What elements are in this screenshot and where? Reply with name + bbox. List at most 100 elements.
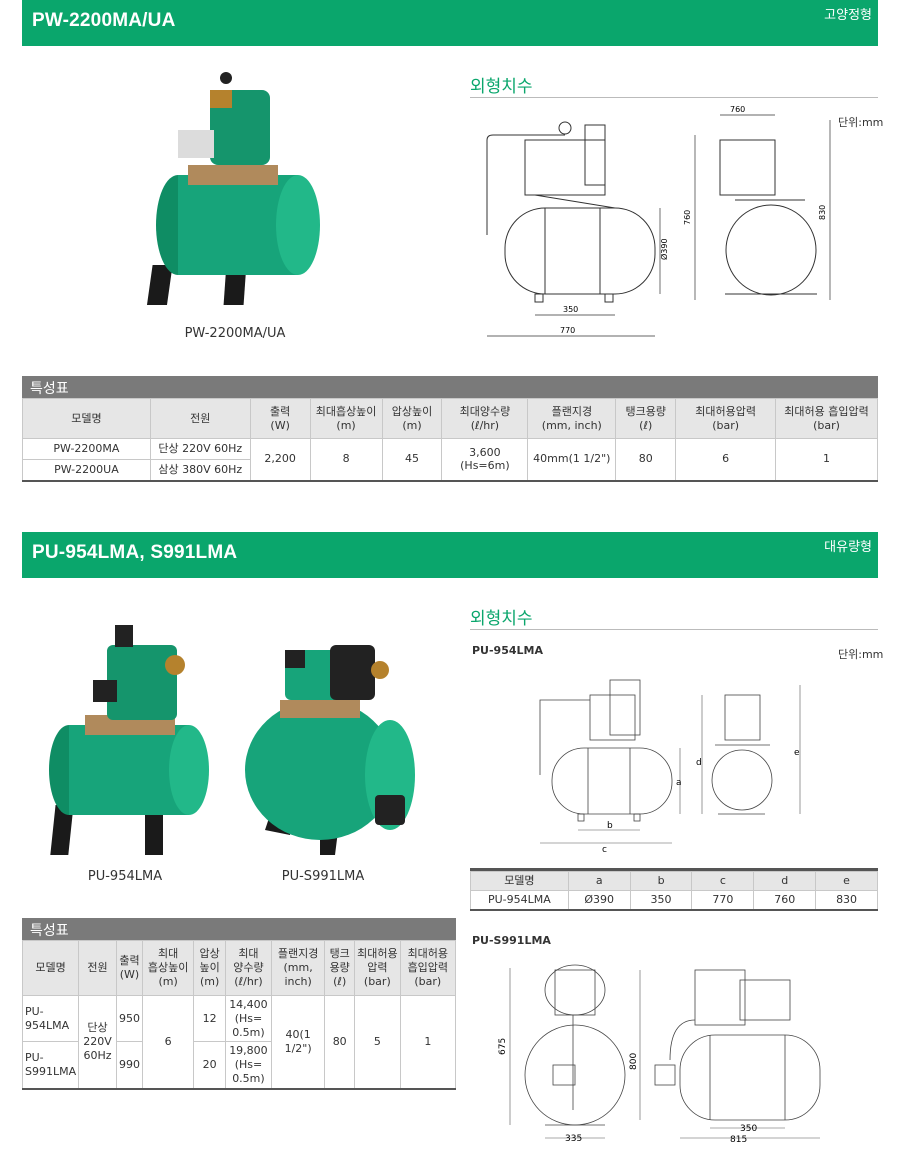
dims-title: 외형치수 — [470, 609, 533, 628]
col-power: 전원 — [149, 398, 251, 439]
dim-table-pu954: 모델명 a b c d e PU-954LMA Ø390 350 770 760… — [470, 871, 878, 912]
col-flange: 플랜지경 (mm, inch) — [270, 940, 326, 996]
dim-letter-e: e — [794, 748, 800, 758]
section-tag: 대유량형 — [824, 540, 872, 555]
col-a: a — [567, 871, 631, 891]
dim-letter-d: d — [696, 758, 702, 768]
cell-tank: 80 — [324, 995, 356, 1089]
spec-title: 특성표 — [22, 918, 456, 940]
cell-power: 단상 220V 60Hz — [78, 995, 117, 1089]
col-head: 압상높이 (m) — [381, 398, 443, 439]
cell: Ø390 — [567, 889, 631, 911]
spec-table-pu954: 모델명 전원 출력 (W) 최대 흡상높이 (m) 압상 높이 (m) 최대 양… — [21, 940, 457, 1090]
dims-divider — [470, 629, 878, 630]
cell-suction: 8 — [309, 438, 383, 481]
table-row: PU- S991LMA 990 20 19,800 (Hs= 0.5m) — [21, 1041, 456, 1089]
col-max-pressure: 최대허용 압력 (bar) — [354, 940, 401, 996]
col-output: 출력 (W) — [249, 398, 311, 439]
col-e: e — [815, 871, 878, 891]
col-head: 압상 높이 (m) — [193, 940, 226, 996]
section-header-pu954: PU-954LMA, S991LMA 대유량형 — [22, 532, 878, 578]
cell-max-suction-pressure: 1 — [775, 438, 878, 481]
model-label-pu954: PU-954LMA — [472, 644, 543, 657]
cell-head: 20 — [193, 1041, 226, 1089]
col-c: c — [691, 871, 755, 891]
unit-label: 단위:mm — [838, 116, 884, 129]
col-model: 모델명 — [21, 940, 80, 996]
spec-table-pw2200: 모델명 전원 출력 (W) 최대흡상높이 (m) 압상높이 (m) 최대양수량 … — [22, 398, 878, 482]
dim-letter-c: c — [602, 845, 607, 855]
cell-suction: 6 — [141, 995, 195, 1089]
dim-letter-a: a — [676, 778, 682, 788]
col-suction: 최대 흡상높이 (m) — [141, 940, 195, 996]
dims-divider — [470, 97, 878, 98]
dim-table-topline — [470, 868, 878, 871]
col-max-pressure: 최대허용압력 (bar) — [675, 398, 777, 439]
dim-w1: 335 — [565, 1134, 582, 1144]
cell-model: PW-2200MA — [22, 438, 151, 460]
section-tag: 고양정형 — [824, 8, 872, 23]
cell: 760 — [753, 889, 817, 911]
cell: 770 — [691, 889, 755, 911]
dims-title: 외형치수 — [470, 77, 533, 96]
dim-letter-b: b — [607, 821, 613, 831]
cell-flange: 40mm(1 1/2") — [527, 438, 617, 481]
model-label-pus991: PU-S991LMA — [472, 934, 551, 947]
table-row: PU-954LMA Ø390 350 770 760 830 — [470, 889, 878, 911]
table-row: PW-2200MA 단상 220V 60Hz 2,200 8 45 3,600 … — [22, 438, 878, 481]
cell-flange: 40(1 1/2") — [270, 995, 326, 1089]
product-photo-pu954 — [49, 625, 209, 855]
dim-width-top: 760 — [730, 105, 745, 114]
col-model: 모델명 — [470, 871, 569, 891]
cell-flow: 14,400 (Hs= 0.5m) — [224, 994, 272, 1043]
col-d: d — [753, 871, 817, 891]
cell-head: 45 — [381, 438, 443, 481]
dim-w2: 350 — [740, 1124, 757, 1134]
col-flange: 플랜지경 (mm, inch) — [527, 398, 617, 439]
section-title: PW-2200MA/UA — [32, 10, 176, 31]
dim-h1: 675 — [498, 1038, 508, 1055]
section-header-pw2200: PW-2200MA/UA 고양정형 — [22, 0, 878, 46]
product-photo-pus991 — [245, 645, 415, 855]
section-title: PU-954LMA, S991LMA — [32, 542, 238, 563]
dimension-drawing-pus991: 675 800 335 350 815 — [498, 964, 821, 1145]
cell-head: 12 — [193, 994, 226, 1043]
spec-title: 특성표 — [22, 376, 878, 398]
dimension-drawing-pw2200: 350 770 Ø390 760 760 830 — [486, 105, 831, 337]
table-row: PW-2200UA 삼상 380V 60Hz — [22, 459, 878, 481]
cell-power: 단상 220V 60Hz — [149, 438, 251, 460]
cell-model: PU- S991LMA — [21, 1041, 80, 1089]
col-tank: 탱크용량 (ℓ) — [615, 398, 677, 439]
cell-output: 950 — [115, 994, 143, 1043]
cell-max-pressure: 6 — [675, 438, 777, 481]
col-output: 출력 (W) — [115, 940, 143, 996]
dim-base: 350 — [563, 305, 578, 314]
col-flow: 최대양수량 (ℓ/hr) — [441, 398, 529, 439]
col-b: b — [629, 871, 693, 891]
cell-flow: 19,800 (Hs= 0.5m) — [224, 1041, 272, 1089]
dim-height-mid: 760 — [683, 210, 692, 225]
cell-max-suction-pressure: 1 — [399, 995, 457, 1089]
dim-height-total: 830 — [818, 205, 827, 220]
cell-model: PW-2200UA — [22, 459, 151, 481]
cell-output: 990 — [115, 1041, 143, 1089]
cell: PU-954LMA — [470, 889, 569, 911]
cell-tank: 80 — [615, 438, 677, 481]
col-max-suction-pressure: 최대허용 흡입압력 (bar) — [399, 940, 457, 996]
photo-caption-2: PU-S991LMA — [281, 869, 365, 884]
cell-model: PU- 954LMA — [21, 994, 80, 1043]
dim-diameter: Ø390 — [659, 238, 669, 260]
table-row: PU- 954LMA 단상 220V 60Hz 950 6 12 14,400 … — [21, 994, 457, 1089]
dimension-drawing-pu954: b c a d e — [539, 679, 801, 855]
col-power: 전원 — [78, 940, 117, 996]
cell-output: 2,200 — [249, 438, 311, 481]
unit-label: 단위:mm — [838, 648, 884, 661]
cell: 350 — [629, 889, 693, 911]
col-flow: 최대 양수량 (ℓ/hr) — [224, 940, 272, 996]
col-tank: 탱크 용량 (ℓ) — [324, 940, 356, 996]
cell-flow: 3,600 (Hs=6m) — [441, 438, 529, 481]
photo-caption-1: PU-954LMA — [87, 869, 163, 884]
cell-power: 삼상 380V 60Hz — [149, 459, 251, 481]
col-max-suction-pressure: 최대허용 흡입압력 (bar) — [775, 398, 878, 439]
cell: 830 — [815, 889, 878, 911]
